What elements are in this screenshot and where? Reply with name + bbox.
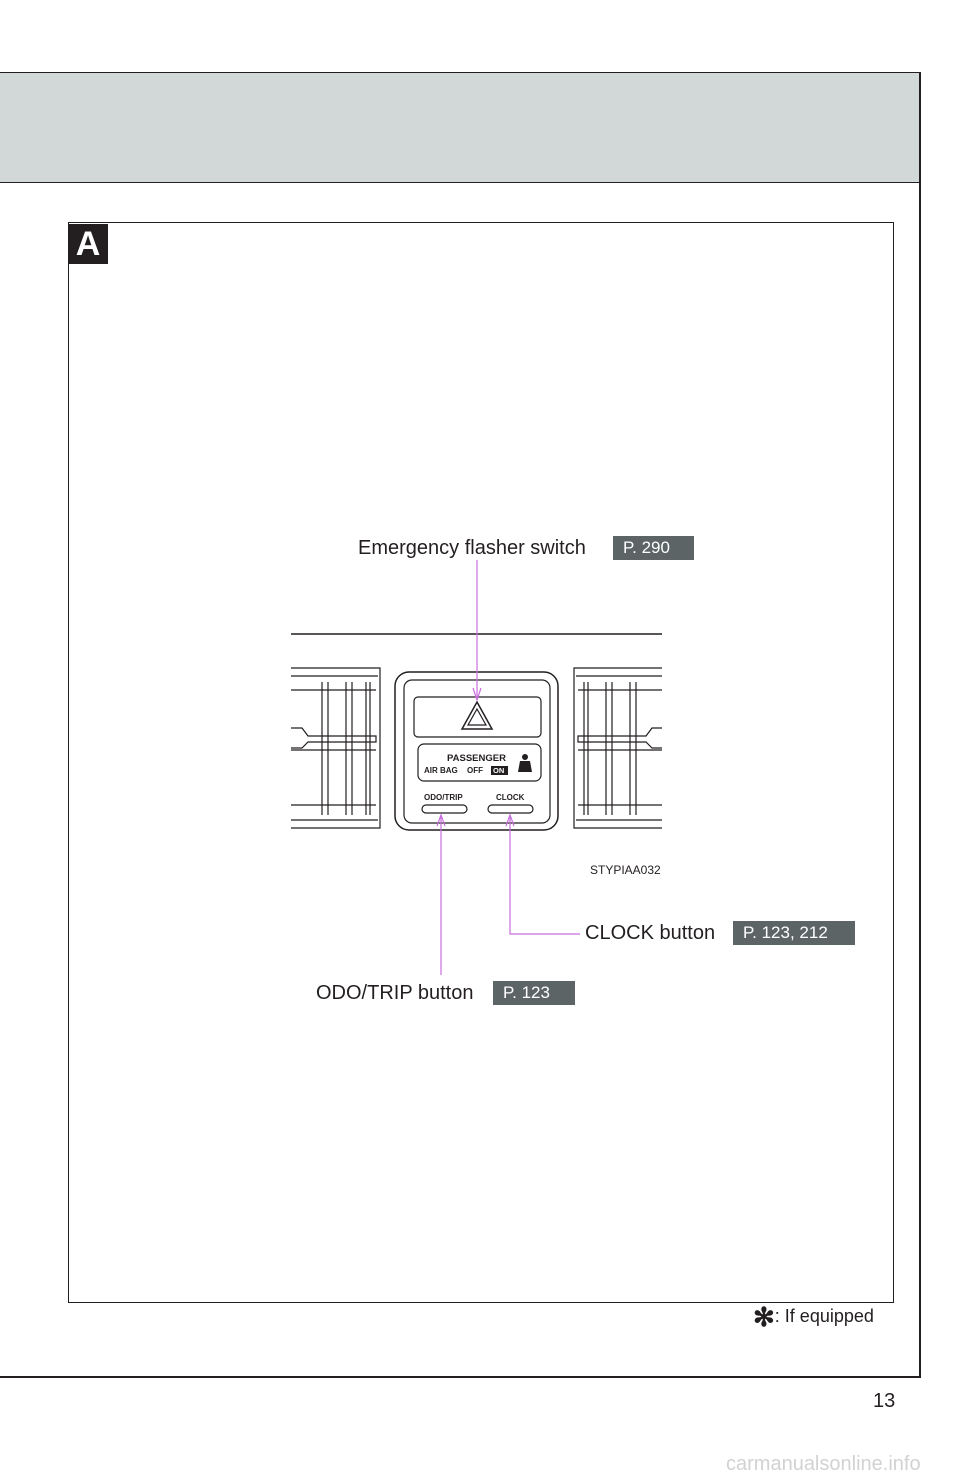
asterisk-icon: ✻ [753,1302,775,1332]
emergency-flasher-page-ref[interactable]: P. 290 [613,536,694,560]
header-band [0,72,919,183]
page-frame-bottom [0,1376,921,1378]
watermark: carmanualsonline.info [726,1453,921,1475]
page-number: 13 [873,1390,896,1412]
footnote: ✻: If equipped [753,1302,874,1332]
emergency-flasher-callout: Emergency flasher switch [358,537,586,559]
figure-code: STYPIAA032 [590,863,661,877]
odo-trip-button-callout: ODO/TRIP button [316,982,474,1004]
clock-button-callout: CLOCK button [585,922,716,944]
clock-button-page-ref[interactable]: P. 123, 212 [733,921,855,945]
section-tab: A [68,224,108,264]
section-box [68,222,894,1303]
odo-trip-button-page-ref[interactable]: P. 123 [493,981,575,1005]
page-frame-right [919,72,921,1378]
footnote-text: : If equipped [774,1306,874,1326]
